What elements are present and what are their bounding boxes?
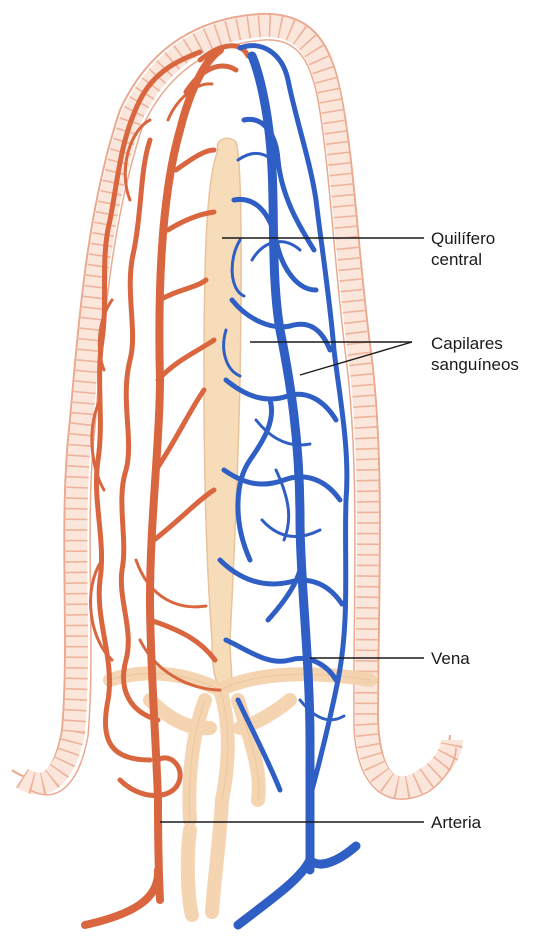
- label-blood-capillaries-line2: sanguíneos: [431, 354, 519, 375]
- label-vein: Vena: [431, 648, 470, 669]
- label-blood-capillaries-line1: Capilares: [431, 333, 519, 354]
- artery-base-branch: [85, 870, 158, 925]
- label-central-lacteal-line1: Quilífero: [431, 228, 495, 249]
- label-artery: Arteria: [431, 812, 481, 833]
- label-central-lacteal: Quilífero central: [431, 228, 495, 270]
- label-central-lacteal-line2: central: [431, 249, 495, 270]
- label-blood-capillaries: Capilares sanguíneos: [431, 333, 519, 375]
- lacteal-trunk: [204, 138, 241, 690]
- vein-base-branch: [238, 846, 356, 925]
